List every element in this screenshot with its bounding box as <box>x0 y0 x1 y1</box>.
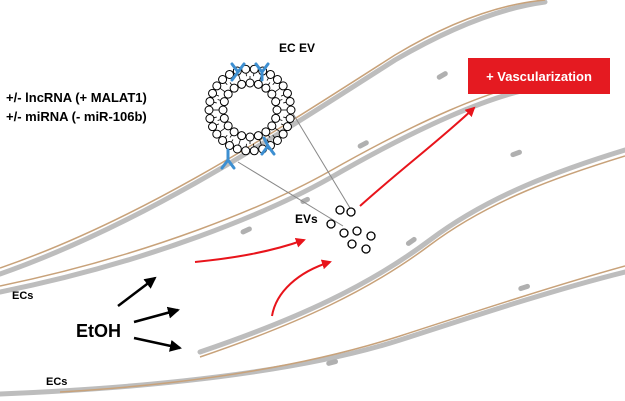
nucleus <box>326 359 339 366</box>
lipid-head <box>278 129 288 139</box>
etoh-label: EtOH <box>76 321 121 341</box>
receptor-icon <box>260 136 276 156</box>
lipid-head <box>205 96 215 106</box>
lipid-head <box>232 144 242 154</box>
zoom-line <box>237 161 344 227</box>
lipid-head <box>208 122 218 132</box>
lower-vessel-endothelium-lower <box>59 265 625 393</box>
etoh-arrow <box>133 336 182 352</box>
lipid-head <box>237 79 247 89</box>
lipid-head <box>253 131 263 141</box>
lipid-head <box>241 146 251 156</box>
upper-vessel-wall-inner <box>0 85 538 295</box>
nucleus <box>436 71 448 80</box>
nucleus <box>357 140 369 149</box>
etoh-arrow <box>117 276 157 307</box>
nucleus <box>405 236 417 246</box>
lipid-head <box>267 121 277 131</box>
zoom-line <box>291 111 351 209</box>
lncrna-label: +/- lncRNA (+ MALAT1) <box>6 90 147 105</box>
lipid-head <box>204 105 214 115</box>
lipid-head <box>249 146 259 156</box>
lower-vessel-wall-lower <box>0 269 625 397</box>
ev-particle <box>352 226 362 236</box>
ev-particle <box>347 239 357 249</box>
nucleus <box>300 196 310 205</box>
lipid-head <box>218 135 228 145</box>
ecs-top-label: ECs <box>12 290 33 302</box>
etoh-arrow <box>133 306 180 324</box>
lipid-head <box>271 97 281 107</box>
etoh-arrows <box>117 276 182 352</box>
upper-vessel-endothelium-outer <box>0 0 546 269</box>
lipid-head <box>218 75 228 85</box>
lipid-head <box>266 69 275 79</box>
lipid-head <box>285 96 295 106</box>
lipid-head <box>225 69 234 79</box>
lipid-head <box>219 97 229 107</box>
lipid-head <box>223 89 233 99</box>
lower-vessel-endothelium-upper <box>199 155 625 358</box>
red-arrows <box>194 106 476 317</box>
lipid-head <box>261 83 271 93</box>
lipid-head <box>245 78 255 88</box>
upper-vessel-endothelium-inner <box>0 81 536 287</box>
ev-particle <box>339 228 349 238</box>
lipid-head <box>272 75 282 85</box>
lipid-head <box>282 88 292 98</box>
lipid-head <box>272 135 282 145</box>
nucleus <box>240 226 252 235</box>
lipid-head <box>219 113 229 123</box>
lipid-head <box>282 122 292 132</box>
lipid-head <box>261 127 271 137</box>
vascularization-box <box>468 58 610 94</box>
mirna-label: +/- miRNA (- miR-106b) <box>6 109 147 124</box>
receptor-icon <box>254 62 270 82</box>
evs-label: EVs <box>295 212 318 226</box>
lipid-head <box>278 81 288 91</box>
ec-ev-liposome <box>204 64 296 156</box>
lipid-head <box>225 141 234 151</box>
lipid-head <box>205 114 215 124</box>
upper-vessel <box>0 0 548 295</box>
lipid-head <box>267 89 277 99</box>
arrow-ev-release <box>271 259 332 317</box>
arrow-to-vascularization <box>359 106 476 207</box>
ev-particle <box>361 244 371 254</box>
lipid-head <box>237 131 247 141</box>
ecs-bottom-label: ECs <box>46 376 67 388</box>
vascularization-label: + Vascularization <box>486 69 592 84</box>
nucleus <box>510 149 522 158</box>
lipid-head <box>285 114 295 124</box>
upper-vessel-wall-outer <box>0 0 548 277</box>
lipid-head <box>208 88 218 98</box>
receptors <box>220 62 276 170</box>
lower-vessel-wall-upper <box>197 147 625 355</box>
lower-vessel <box>0 147 625 397</box>
ev-particle <box>346 207 356 217</box>
lipid-head <box>212 81 222 91</box>
ec-ev-label: EC EV <box>279 41 315 55</box>
ev-cluster <box>326 205 376 254</box>
ev-particle <box>366 231 376 241</box>
lipid-head <box>229 127 239 137</box>
nucleus <box>518 283 530 292</box>
lipid-head <box>245 132 255 142</box>
lipid-head <box>253 79 263 89</box>
lipid-head <box>212 129 222 139</box>
lipid-head <box>271 113 281 123</box>
receptor-icon <box>220 148 236 170</box>
receptor-icon <box>230 62 246 82</box>
lipid-head <box>218 105 228 115</box>
lipid-head <box>223 121 233 131</box>
lipid-head <box>286 105 296 115</box>
ev-particle <box>335 205 345 215</box>
lipid-head <box>229 83 239 93</box>
lipid-head <box>272 105 282 115</box>
arrow-ev-release <box>194 237 306 263</box>
ev-particle <box>326 219 336 229</box>
